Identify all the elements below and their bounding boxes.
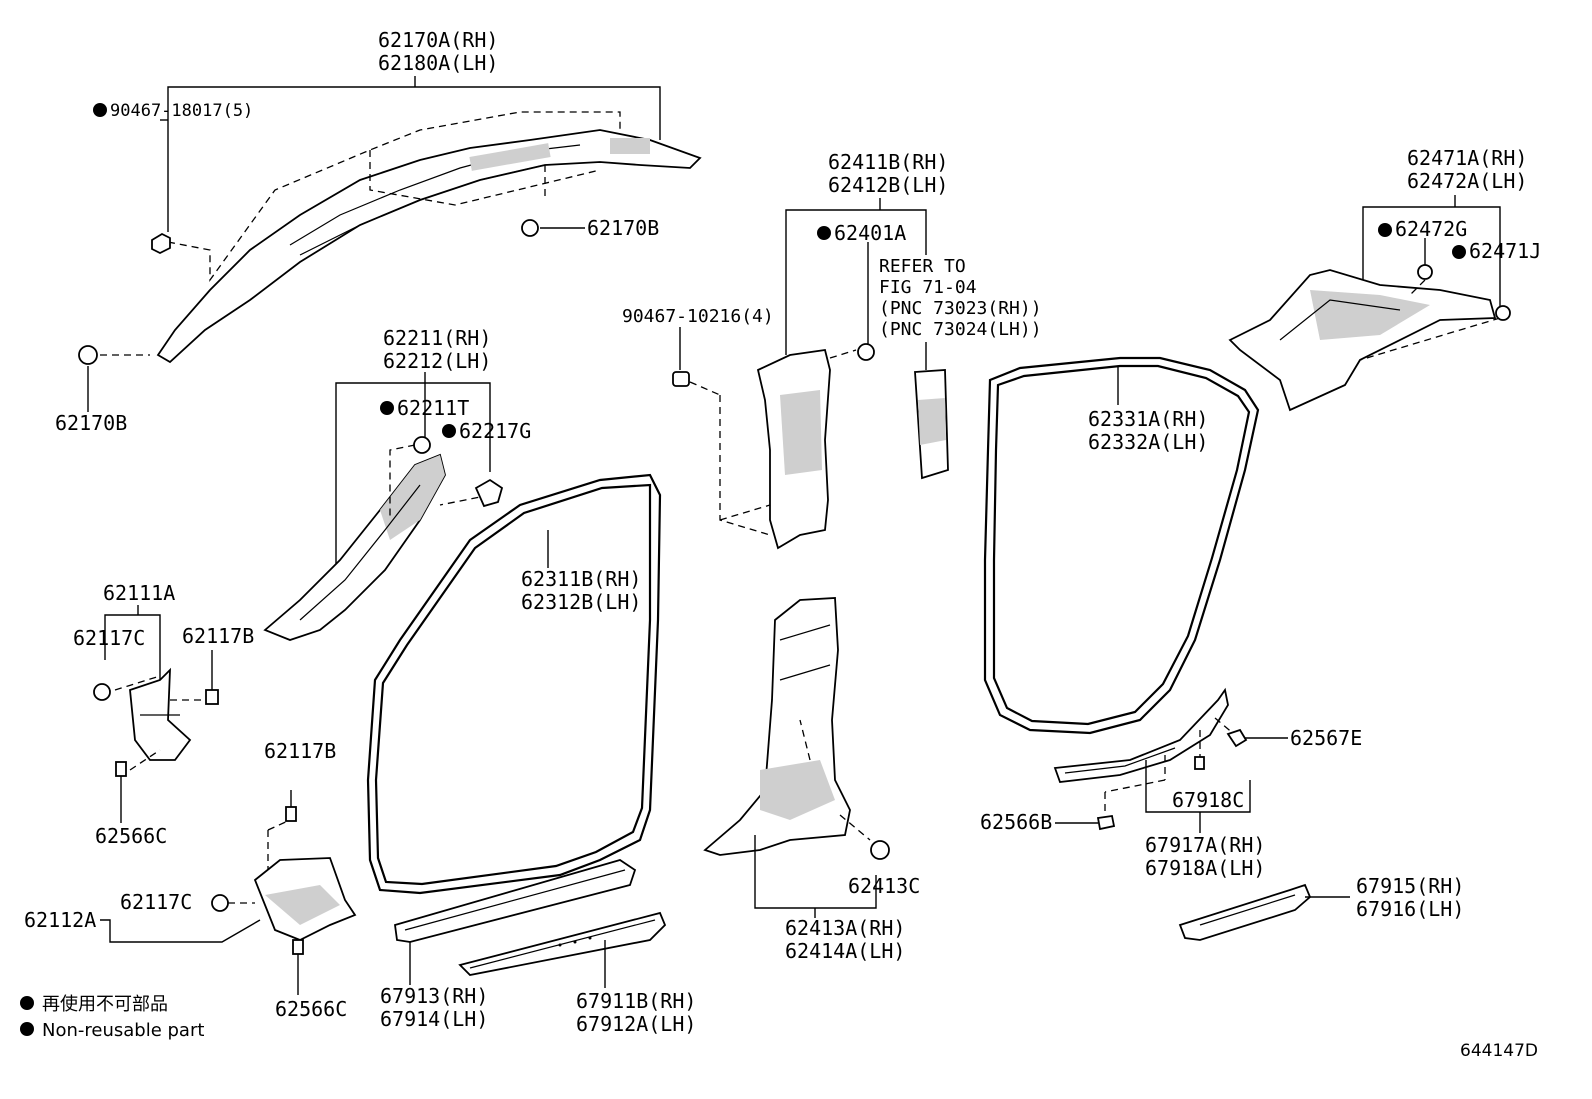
part-label: 62567E [1290,726,1362,750]
part-label: 67916(LH) [1356,897,1464,921]
center-pillar-lower-garnish [703,597,890,918]
part-label: 62332A(LH) [1088,430,1208,454]
nonreusable-bullet [442,424,456,438]
quarter-trim-panel [1228,195,1511,412]
part-label: 62411B(RH) [828,150,948,174]
nonreusable-bullet [380,401,394,415]
part-label: 62212(LH) [383,349,491,373]
part-label: 62111A [103,581,175,605]
part-label: 62117C [120,890,192,914]
part-label: 67913(RH) [380,984,488,1008]
part-label: 62211(RH) [383,326,491,350]
nonreusable-bullet [817,226,831,240]
part-label: 67912A(LH) [576,1012,696,1036]
part-label: 62401A [834,221,906,245]
part-label: 62471A(RH) [1407,146,1527,170]
nonreusable-bullet [93,103,107,117]
front-door-weatherstrip [366,473,662,895]
part-label: 62311B(RH) [521,567,641,591]
legend-bullet [20,996,34,1010]
rear-door-scuff-assembly [1053,687,1288,833]
front-pillar-garnish-assembly [263,372,504,641]
part-label: 67917A(RH) [1145,833,1265,857]
part-label: 62566C [275,997,347,1021]
part-label: 62414A(LH) [785,939,905,963]
part-label: 67914(LH) [380,1007,488,1031]
refer-note: (PNC 73024(LH)) [879,319,1042,340]
nonreusable-bullet [1378,223,1392,237]
refer-note: REFER TO [879,256,966,277]
part-label: 62112A [24,908,96,932]
cowl-side-trim-assembly [93,605,219,823]
part-label: 67918A(LH) [1145,856,1265,880]
part-label: 62331A(RH) [1088,407,1208,431]
legend-bullet [20,1022,34,1036]
part-label: 62211T [397,396,469,420]
part-label: 62117B [264,739,336,763]
part-label: 62413A(RH) [785,916,905,940]
part-label: 62312B(LH) [521,590,641,614]
part-label: 62472G [1395,217,1467,241]
part-label: 62117B [182,624,254,648]
part-label: 62472A(LH) [1407,169,1527,193]
nonreusable-bullet [1452,245,1466,259]
lower-cowl-trim-assembly [100,790,357,995]
part-label: 62471J [1469,239,1541,263]
part-label: 67915(RH) [1356,874,1464,898]
part-label: 90467-18017(5) [110,101,253,121]
figure-id: 644147D [1460,1041,1538,1061]
part-label: 62566B [980,810,1052,834]
part-label: 62217G [459,419,531,443]
part-label: 62170A(RH) [378,28,498,52]
part-label: 62180A(LH) [378,51,498,75]
refer-note: (PNC 73023(RH)) [879,298,1042,319]
legend-japanese: 再使用不可部品 [42,994,168,1015]
rear-scuff-plate [1178,883,1350,941]
part-label: 62170B [587,216,659,240]
legend-english: Non-reusable part [42,1020,204,1041]
part-label: 62170B [55,411,127,435]
front-scuff-plates [394,859,667,988]
part-label: 67911B(RH) [576,989,696,1013]
center-pillar-upper-garnish [672,198,949,550]
part-label: 62412B(LH) [828,173,948,197]
part-label: 62566C [95,824,167,848]
part-label: 62117C [73,626,145,650]
roof-side-garnish-assembly [78,76,702,412]
refer-note: FIG 71-04 [879,277,977,298]
rear-door-weatherstrip [983,356,1260,735]
part-label: 90467-10216(4) [622,306,774,327]
part-label: 67918C [1172,788,1244,812]
part-label: 62413C [848,874,920,898]
